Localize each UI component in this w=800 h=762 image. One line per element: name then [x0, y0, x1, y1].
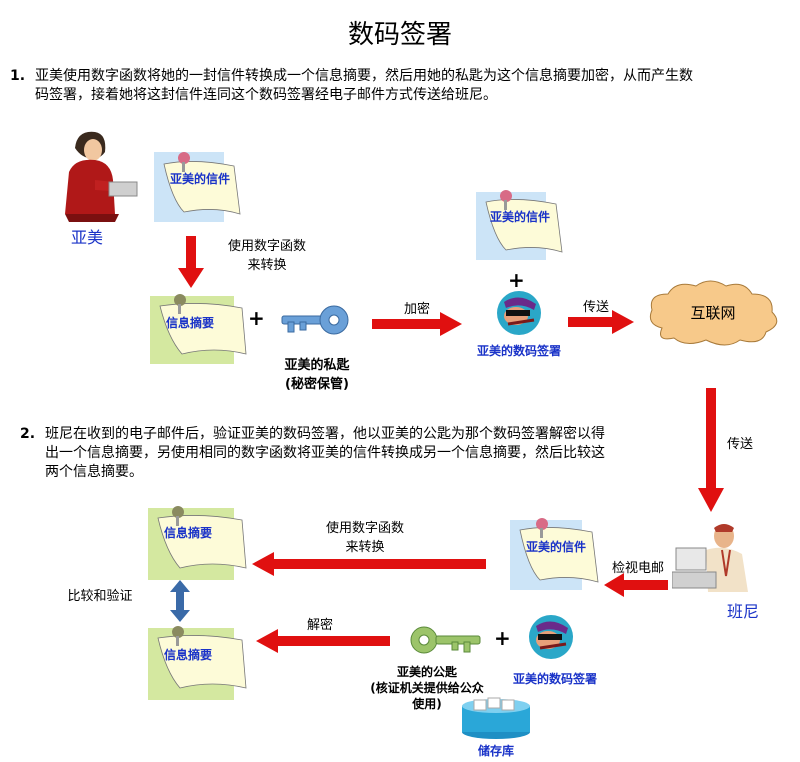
arrow-check-mail	[604, 573, 668, 597]
step1-line1: 亚美使用数字函数将她的一封信件转换成一个信息摘要，然后用她的私匙为这个信息摘要加…	[35, 68, 693, 84]
amy-letter-note-3: 亚美的信件	[510, 516, 602, 592]
amy-letter-label-2: 亚美的信件	[490, 210, 551, 224]
digital-signature-icon	[497, 291, 541, 335]
internet-cloud	[649, 280, 778, 346]
digest-note-mid: 信息摘要	[148, 504, 250, 580]
amy-label: 亚美	[70, 228, 103, 247]
hash-label-line1: 使用数字函数	[227, 239, 306, 254]
send-label: 传送	[582, 300, 609, 315]
public-key-line3: 使用)	[412, 697, 442, 711]
public-key-icon	[410, 626, 481, 654]
compare-label: 比较和验证	[67, 589, 133, 604]
decrypt-label: 解密	[306, 618, 333, 633]
amy-letter-label-3: 亚美的信件	[526, 540, 587, 554]
plus-3: +	[494, 626, 511, 650]
plus-2: +	[508, 268, 525, 292]
digest-label-mid: 信息摘要	[164, 526, 213, 540]
repository-icon	[462, 697, 530, 739]
hash-label-bottom-line1: 使用数字函数	[325, 521, 404, 536]
benny-label: 班尼	[726, 602, 759, 621]
step2-line2: 出一个信息摘要，另使用相同的数字函数将亚美的信件转换成另一个信息摘要，然后比较这	[45, 445, 605, 461]
amy-letter-note: 亚美的信件	[154, 150, 244, 222]
compare-arrow	[170, 580, 190, 622]
digest-label-bottom: 信息摘要	[164, 648, 213, 662]
arrow-down-hash	[178, 236, 204, 288]
digest-label-top: 信息摘要	[166, 316, 215, 330]
internet-label: 互联网	[690, 304, 736, 322]
private-key-line2: (秘密保管)	[285, 377, 349, 392]
digest-note-top: 信息摘要	[150, 292, 250, 364]
amy-letter-label: 亚美的信件	[170, 172, 231, 186]
step2-line1: 班尼在收到的电子邮件后，验证亚美的数码签署，他以亚美的公匙为那个数码签署解密以得	[45, 426, 605, 442]
plus-1: +	[248, 306, 265, 330]
arrow-send-down	[698, 388, 724, 512]
step2-line3: 两个信息摘要。	[45, 464, 143, 480]
check-mail-label: 检视电邮	[611, 561, 664, 576]
benny-figure	[672, 524, 748, 592]
page-title: 数码签署	[347, 20, 452, 50]
hash-label-line2: 来转换	[247, 258, 287, 273]
step1-paragraph: 1. 亚美使用数字函数将她的一封信件转换成一个信息摘要，然后用她的私匙为这个信息…	[10, 67, 790, 107]
repository-label: 储存库	[477, 744, 514, 758]
arrow-decrypt	[256, 629, 390, 653]
amy-figure	[65, 131, 138, 222]
arrow-hash-bottom	[252, 552, 486, 576]
public-key-label: 亚美的公匙 (核证机关提供给公众 使用)	[352, 664, 502, 712]
step1-line2: 码签署，接着她将这封信件连同这个数码签署经电子邮件方式传送给班尼。	[35, 87, 497, 103]
encrypt-label: 加密	[403, 302, 430, 317]
digital-signature-label-2: 亚美的数码签署	[512, 672, 597, 686]
private-key-line1: 亚美的私匙	[284, 358, 350, 373]
arrow-send	[568, 310, 634, 334]
step1-number: 1.	[10, 68, 26, 84]
step2-number: 2.	[20, 426, 36, 442]
hash-label-bottom: 使用数字函数 来转换	[310, 517, 420, 555]
step2-paragraph: 2. 班尼在收到的电子邮件后，验证亚美的数码签署，他以亚美的公匙为那个数码签署解…	[20, 425, 700, 485]
digital-signature-icon-2	[529, 615, 573, 659]
public-key-line2: (核证机关提供给公众	[370, 681, 484, 695]
hash-label-bottom-line2: 来转换	[345, 540, 385, 555]
private-key-label: 亚美的私匙 (秘密保管)	[272, 354, 362, 392]
public-key-line1: 亚美的公匙	[396, 665, 457, 679]
send-label-2: 传送	[726, 437, 753, 452]
hash-label-top: 使用数字函数 来转换	[212, 235, 322, 273]
private-key-icon	[281, 305, 349, 335]
digest-note-bottom: 信息摘要	[148, 624, 250, 700]
arrow-encrypt	[372, 312, 462, 336]
amy-letter-note-2: 亚美的信件	[476, 188, 566, 260]
digital-signature-label: 亚美的数码签署	[476, 344, 561, 358]
